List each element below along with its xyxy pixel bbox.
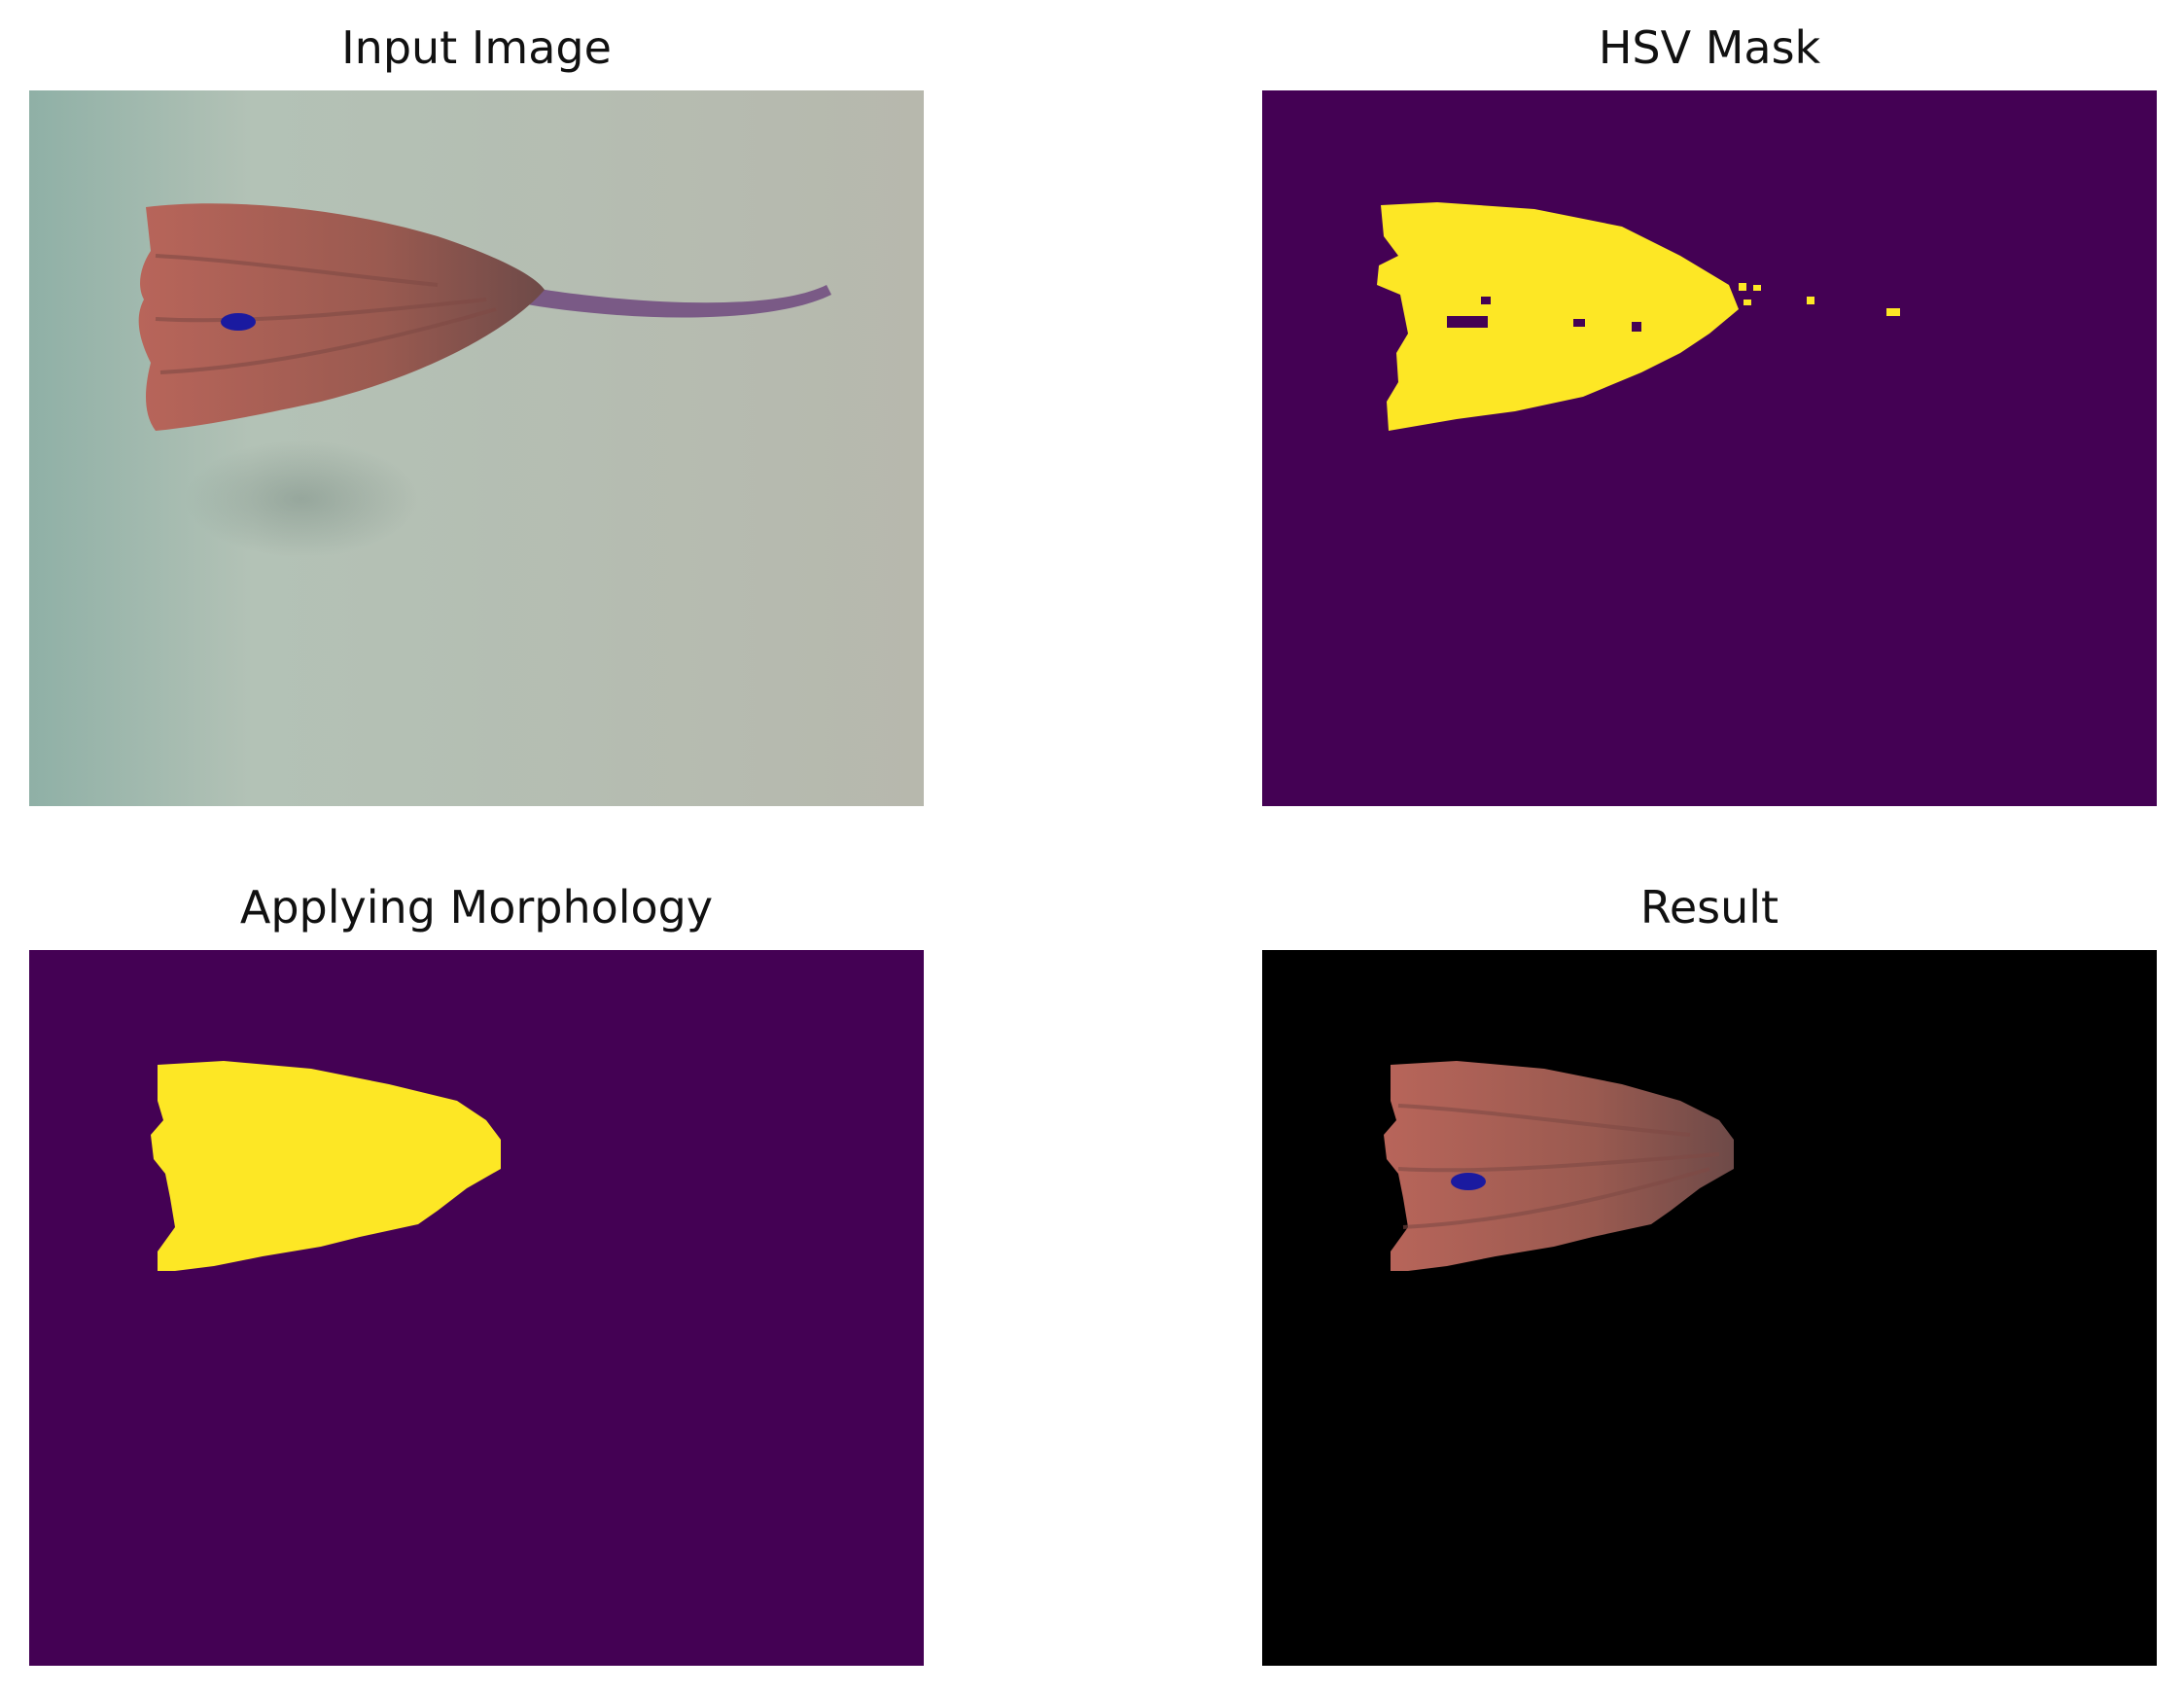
photo-background bbox=[29, 90, 924, 806]
result-svg bbox=[1262, 950, 2157, 1666]
result-background bbox=[1262, 950, 2157, 1666]
morphology-image bbox=[29, 950, 924, 1666]
hsv-mask-svg bbox=[1262, 90, 2157, 806]
panel-title: Input Image bbox=[341, 21, 612, 74]
input-image bbox=[29, 90, 924, 806]
input-photo-svg bbox=[29, 90, 924, 806]
hsv-mask-image bbox=[1262, 90, 2157, 806]
panel-title: Result bbox=[1639, 881, 1779, 934]
mask-blob bbox=[1377, 202, 1739, 431]
clean-mask-blob bbox=[151, 1061, 501, 1271]
panel-title: HSV Mask bbox=[1598, 21, 1821, 74]
blue-mark bbox=[221, 313, 256, 331]
panel-title: Applying Morphology bbox=[239, 881, 714, 934]
flower-shadow bbox=[185, 441, 418, 557]
result-image bbox=[1262, 950, 2157, 1666]
mask-background bbox=[1262, 90, 2157, 806]
mask-background bbox=[29, 950, 924, 1666]
morphology-svg bbox=[29, 950, 924, 1666]
flower-bud bbox=[138, 203, 546, 431]
flower-stem bbox=[515, 285, 831, 318]
blue-mark bbox=[1451, 1173, 1486, 1190]
